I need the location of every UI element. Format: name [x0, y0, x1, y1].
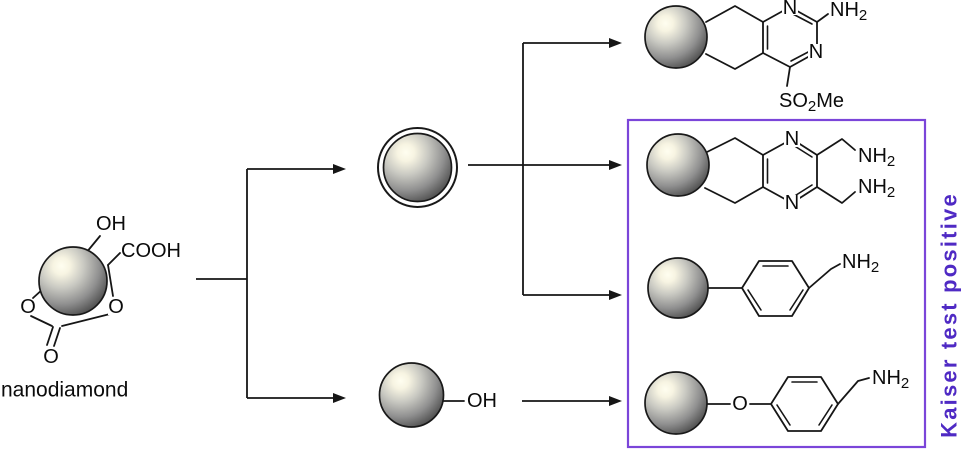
bridge-oxygen-right-label: O: [108, 296, 124, 318]
aromatic-inner: [789, 289, 804, 311]
aromatic-inner: [776, 404, 791, 426]
label-halo: [43, 349, 59, 365]
label-halo: [732, 396, 748, 412]
hydroxylated-sphere: [378, 362, 445, 428]
amine-label: NH2: [830, 0, 867, 24]
nanodiamond-caption: nanodiamond: [1, 379, 128, 402]
amine-label: NH2: [842, 251, 879, 276]
nd-sphere: [646, 133, 710, 197]
hydroxylated-nd-intermediate: OH: [378, 362, 622, 428]
ether-oxygen-label: O: [732, 393, 748, 415]
amine-bond: [816, 13, 829, 23]
branch-from-graphitized: [468, 38, 622, 300]
bond: [107, 264, 114, 297]
sulfone-bond: [786, 66, 791, 87]
aminomethyl-arm: [808, 263, 841, 289]
nd-sphere: [644, 5, 708, 69]
graphitized-sphere: [382, 132, 453, 203]
branch-from-nanodiamond: [196, 164, 346, 403]
carbonyl-oxygen-label: O: [43, 346, 59, 368]
kaiser-test-label: Kaiser test positive: [937, 192, 962, 438]
nd-sphere: [644, 371, 708, 435]
aromatic-inner: [818, 404, 833, 426]
ring-nitrogen-label: N: [785, 128, 799, 150]
benzene-ring: [770, 376, 839, 432]
hydroxyl-label: OH: [467, 390, 497, 412]
product-pyrazine-diamine: N N NH2 NH2: [646, 128, 895, 214]
product-aryloxy-benzylamine: O NH2: [644, 367, 909, 435]
carbonyl-double-bond: [53, 327, 61, 347]
aminomethyl-arm-top: [816, 138, 856, 156]
nanodiamond-start-structure: OH COOH O O O nanodiamond: [1, 213, 181, 402]
aromatic-inner: [747, 289, 762, 311]
label-halo: [784, 195, 800, 211]
ring-nitrogen-label: N: [785, 192, 799, 214]
label-halo: [784, 131, 800, 147]
amine-label: NH2: [858, 176, 895, 201]
label-halo: [808, 44, 824, 60]
fused-ring-left: [704, 137, 764, 204]
product-benzylamine: NH2: [647, 251, 879, 319]
bridge-oxygen-left-label: O: [20, 296, 36, 318]
hydroxyl-label: OH: [96, 213, 126, 235]
carbonyl-double-bond: [46, 326, 54, 346]
label-halo: [782, 0, 798, 15]
amine-label: NH2: [872, 367, 909, 392]
aminomethyl-arm-bottom: [816, 186, 856, 204]
bond: [107, 252, 121, 266]
graphitized-nd-intermediate: [377, 127, 458, 208]
product-aminopyrimidine: N N NH2 SO2Me: [644, 0, 867, 115]
ring-nitrogen-label: N: [783, 0, 797, 19]
label-halo: [108, 299, 124, 315]
nanodiamond-sphere: [38, 246, 108, 316]
nd-sphere: [647, 257, 709, 319]
aminomethyl-arm: [837, 377, 870, 405]
fused-ring-left: [705, 5, 764, 70]
label-halo: [20, 299, 36, 315]
benzene-ring: [741, 260, 810, 317]
bond: [30, 315, 53, 327]
ring-nitrogen-label: N: [809, 41, 823, 63]
amine-label: NH2: [858, 145, 895, 170]
bond: [61, 313, 111, 327]
sulfone-label: SO2Me: [779, 90, 844, 115]
kaiser-test-box: [626, 118, 927, 449]
carboxyl-label: COOH: [121, 240, 181, 262]
